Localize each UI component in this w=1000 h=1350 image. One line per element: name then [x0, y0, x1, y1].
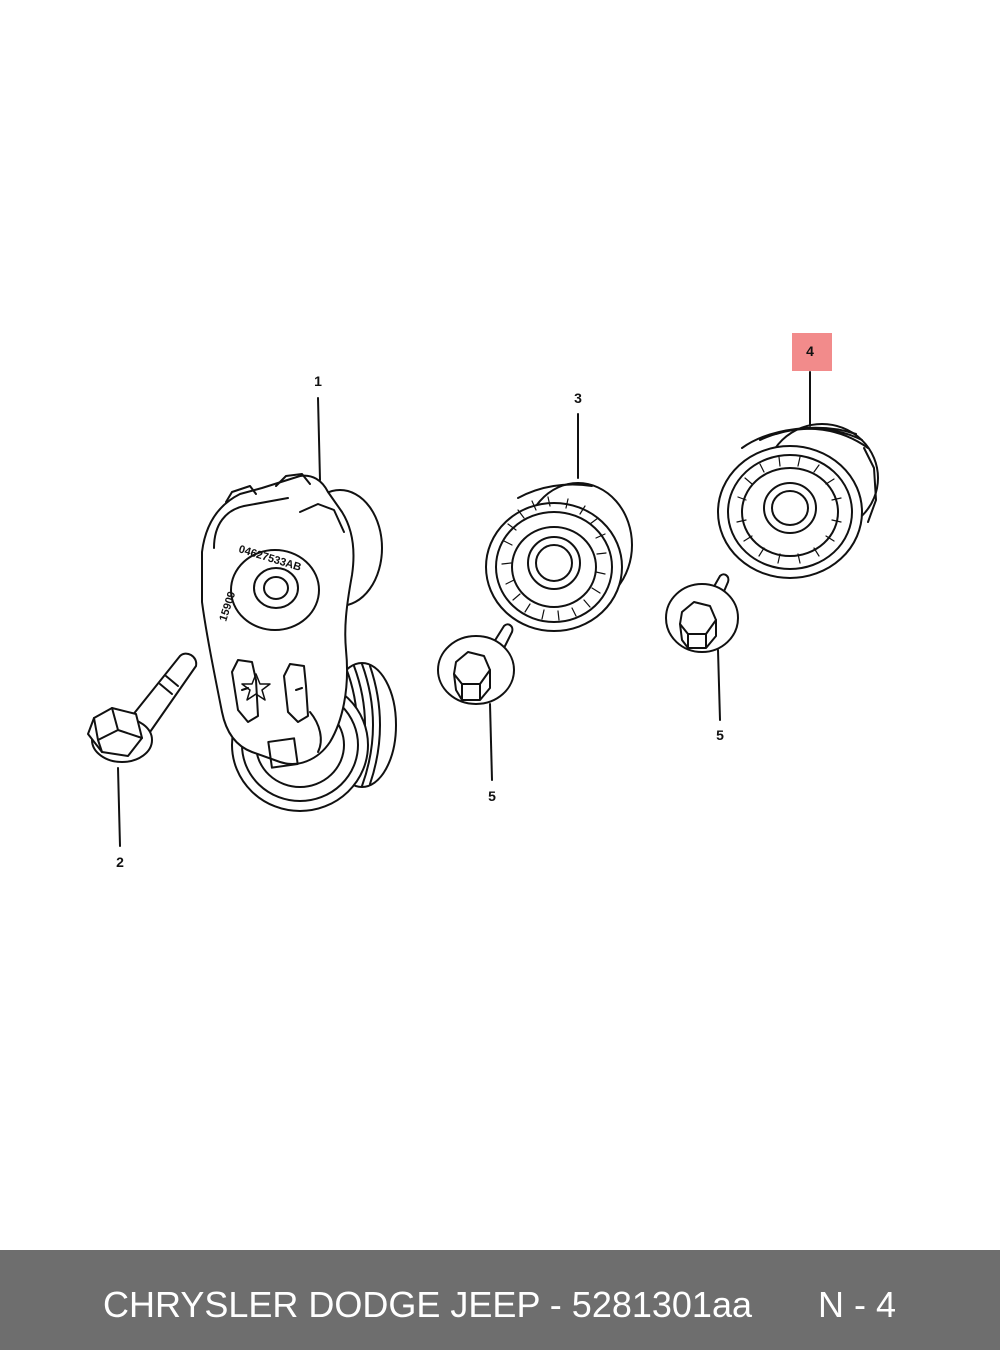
parts-diagram: 04627533AB 15909 — [87, 333, 879, 870]
footer-code: N - 4 — [817, 1284, 896, 1325]
leader-1 — [317, 397, 321, 481]
callout-1: 1 — [314, 373, 322, 389]
square-drive — [267, 737, 299, 769]
footer-bar — [0, 1250, 1000, 1350]
flange-bolt-2 — [665, 573, 739, 653]
leader-2 — [117, 767, 121, 847]
callout-4: 4 — [806, 343, 814, 359]
smooth-idler-pulley — [485, 482, 633, 632]
callout-5b: 5 — [716, 727, 724, 743]
pentastar-logo — [241, 673, 271, 701]
footer-title: CHRYSLER DODGE JEEP - 5281301aa — [103, 1284, 752, 1325]
tensioner-arm — [201, 474, 355, 765]
flange-bolt-1 — [437, 623, 515, 705]
callout-4-highlight — [792, 333, 832, 371]
grooved-idler-pulley — [717, 423, 879, 579]
callout-2: 2 — [116, 854, 124, 870]
callout-3: 3 — [574, 390, 582, 406]
long-bolt — [87, 652, 198, 763]
pivot-boss — [230, 549, 320, 631]
callout-5a: 5 — [488, 788, 496, 804]
belt-tensioner — [201, 473, 397, 812]
leader-5b — [717, 649, 721, 721]
leader-5a — [489, 703, 493, 781]
